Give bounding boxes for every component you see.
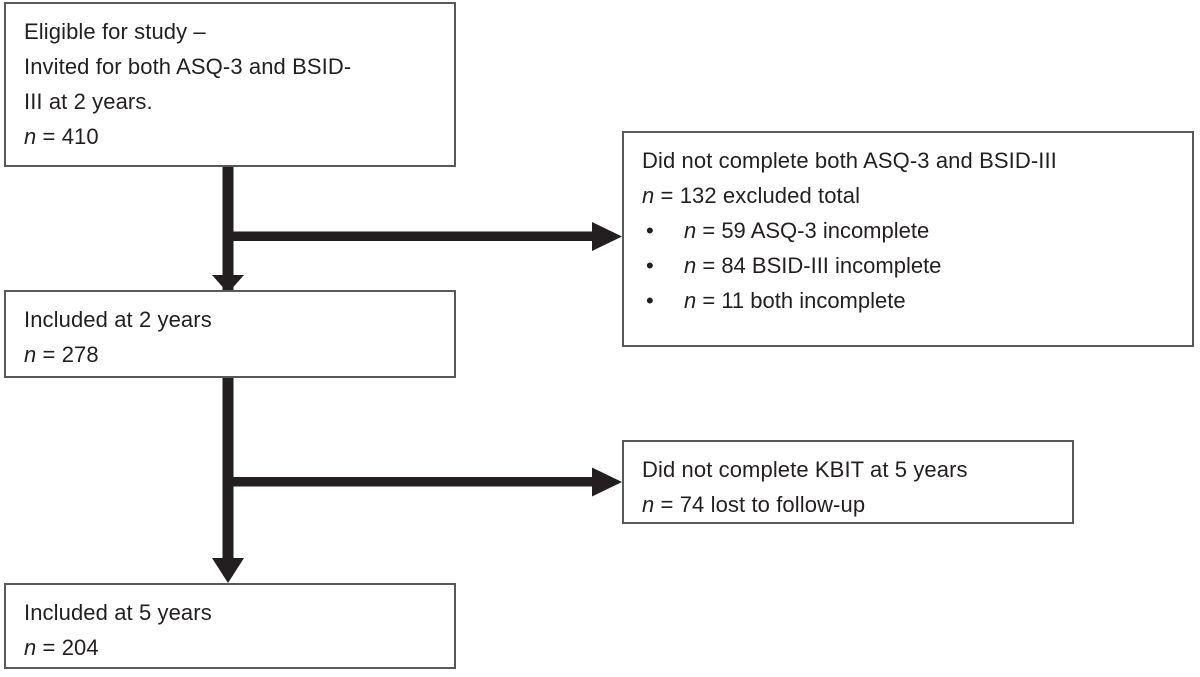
included2y-count-line: n = 278 bbox=[24, 337, 440, 372]
eligible-line-2: Invited for both ASQ-3 and BSID- bbox=[24, 54, 352, 79]
vertical-arrow-included2y-to-included5y bbox=[212, 378, 244, 583]
eligible-line-1: Eligible for study – bbox=[24, 19, 206, 44]
horizontal-arrow-to-excluded5y bbox=[228, 467, 622, 497]
included-two-years-box: Included at 2 years n = 278 bbox=[4, 290, 456, 378]
excluded2y-line-1: Did not complete both ASQ-3 and BSID-III bbox=[642, 148, 1057, 173]
bullet-icon: • bbox=[646, 253, 654, 278]
excluded2y-bullet-both-text: = 11 both incomplete bbox=[696, 288, 906, 313]
eligible-count-line: n = 410 bbox=[24, 119, 440, 154]
n-symbol: n bbox=[24, 635, 37, 660]
n-symbol: n bbox=[642, 183, 655, 208]
vertical-arrow-eligible-to-included2y bbox=[212, 167, 244, 293]
n-symbol: n bbox=[24, 342, 37, 367]
bullet-icon: • bbox=[646, 288, 654, 313]
excluded5y-count-line: n = 74 lost to follow-up bbox=[642, 487, 1058, 522]
included-five-years-box: Included at 5 years n = 204 bbox=[4, 583, 456, 669]
excluded-five-years-box: Did not complete KBIT at 5 years n = 74 … bbox=[622, 440, 1074, 524]
n-symbol: n bbox=[684, 288, 697, 313]
excluded2y-bullet-bsid3: • n = 84 BSID-III incomplete bbox=[642, 248, 1178, 283]
excluded2y-bullet-bsid3-text: = 84 BSID-III incomplete bbox=[696, 253, 942, 278]
n-symbol: n bbox=[642, 492, 655, 517]
excluded-two-years-box: Did not complete both ASQ-3 and BSID-III… bbox=[622, 131, 1194, 347]
excluded2y-bullet-asq3-text: = 59 ASQ-3 incomplete bbox=[696, 218, 930, 243]
bullet-icon: • bbox=[646, 218, 654, 243]
horizontal-arrow-to-excluded2y bbox=[228, 222, 622, 251]
included5y-count-line: n = 204 bbox=[24, 630, 440, 665]
included5y-count-text: = 204 bbox=[36, 635, 99, 660]
excluded2y-total-text: = 132 excluded total bbox=[654, 183, 861, 208]
n-symbol: n bbox=[684, 218, 697, 243]
n-symbol: n bbox=[684, 253, 697, 278]
included2y-count-text: = 278 bbox=[36, 342, 99, 367]
excluded2y-bullet-both: • n = 11 both incomplete bbox=[642, 283, 1178, 318]
eligible-count-text: = 410 bbox=[36, 124, 99, 149]
n-symbol: n bbox=[24, 124, 37, 149]
excluded5y-count-text: = 74 lost to follow-up bbox=[654, 492, 866, 517]
eligible-line-3: III at 2 years. bbox=[24, 89, 153, 114]
included5y-line-1: Included at 5 years bbox=[24, 600, 212, 625]
excluded5y-line-1: Did not complete KBIT at 5 years bbox=[642, 457, 968, 482]
included2y-line-1: Included at 2 years bbox=[24, 307, 212, 332]
excluded2y-bullet-asq3: • n = 59 ASQ-3 incomplete bbox=[642, 213, 1178, 248]
excluded2y-total-line: n = 132 excluded total bbox=[642, 178, 1178, 213]
eligible-box: Eligible for study – Invited for both AS… bbox=[4, 2, 456, 167]
